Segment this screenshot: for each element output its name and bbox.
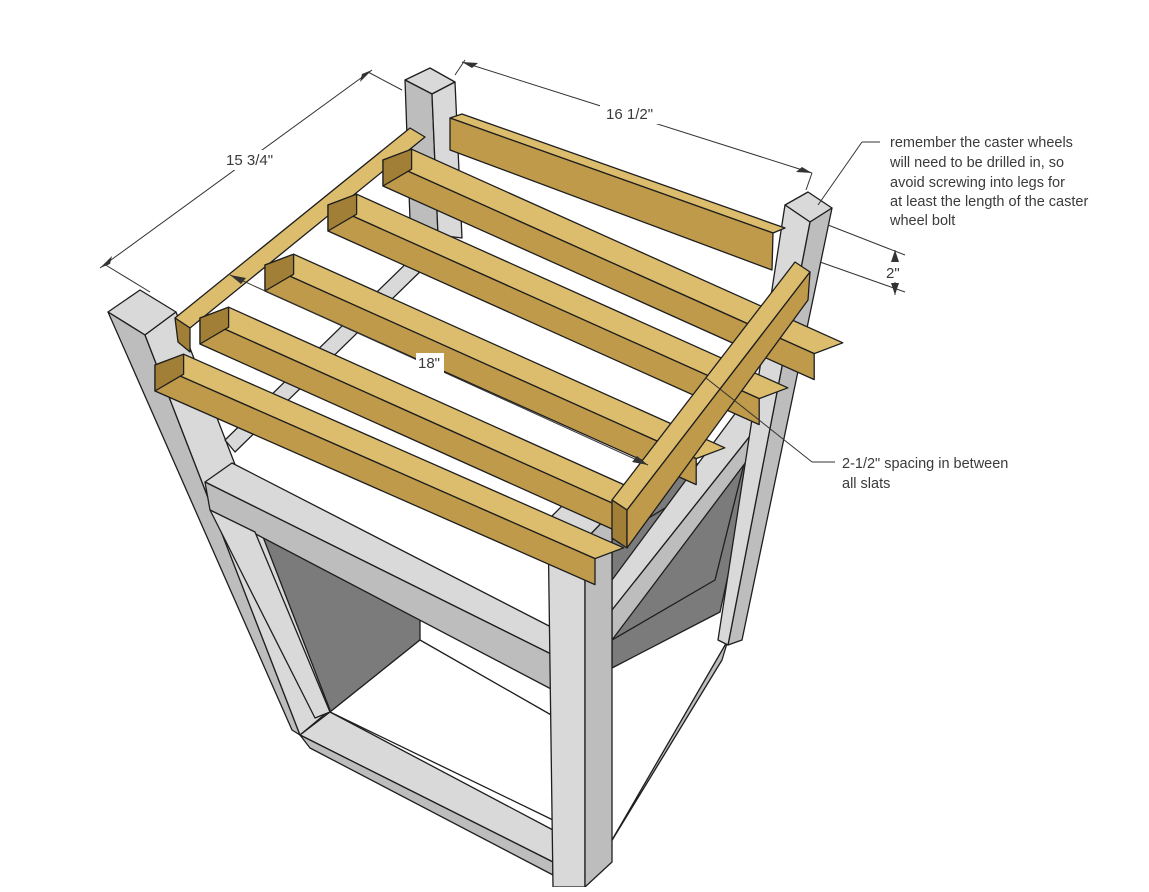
back-rail-face bbox=[449, 117, 774, 271]
dim-leg-label: 2" bbox=[886, 265, 900, 282]
right-bottom-rail bbox=[599, 639, 729, 861]
spacing-note-line-2: all slats bbox=[842, 476, 890, 492]
dim-depth-bg bbox=[225, 150, 277, 170]
caster-note-line-3: avoid screwing into legs for bbox=[890, 175, 1065, 191]
arrow-depth-b bbox=[360, 70, 372, 82]
dim-slat-bg bbox=[416, 353, 444, 373]
dim-depth-ext-b bbox=[367, 71, 403, 91]
dim-slat-label: 18" bbox=[418, 355, 440, 372]
arrow-slat-a bbox=[230, 275, 246, 284]
arrow-depth-a bbox=[100, 256, 112, 268]
caster-note-line-2: will need to be drilled in, so bbox=[889, 155, 1064, 171]
slat-2-end bbox=[199, 306, 230, 345]
spacing-leader-a bbox=[705, 377, 813, 463]
slat-4-end bbox=[327, 193, 358, 232]
arrow-leg-a bbox=[891, 250, 899, 262]
spacing-note: 2-1/2" spacing in between all slats bbox=[842, 456, 1008, 492]
caster-note-line-1: remember the caster wheels bbox=[890, 135, 1073, 151]
dim-leg-bg bbox=[884, 262, 908, 282]
right-side-rail-face bbox=[626, 271, 811, 549]
caster-leader-a bbox=[817, 141, 863, 206]
dim-width-label: 16 1/2" bbox=[606, 106, 653, 123]
caster-note: remember the caster wheels will need to … bbox=[889, 135, 1088, 229]
slat-1-end bbox=[154, 353, 185, 392]
arrow-leg-b bbox=[891, 283, 899, 295]
dim-width-bg bbox=[600, 104, 660, 124]
dim-leg-ext-a bbox=[827, 224, 906, 256]
dimension-arrowheads bbox=[100, 62, 899, 465]
caster-note-line-4: at least the length of the caster bbox=[890, 194, 1088, 210]
dim-depth-label: 15 3/4" bbox=[226, 152, 273, 169]
arrow-slat-b bbox=[632, 456, 648, 465]
dim-depth-ext-a bbox=[103, 263, 151, 293]
spacing-note-line-1: 2-1/2" spacing in between bbox=[842, 456, 1008, 472]
arrow-width-b bbox=[796, 167, 812, 173]
left-stile bbox=[209, 509, 331, 719]
arrow-width-a bbox=[462, 62, 478, 68]
dim-leg-ext-b bbox=[819, 261, 906, 293]
left-side-rail-end bbox=[174, 317, 191, 353]
slat-5-end bbox=[382, 148, 413, 187]
dim-width-ext-b bbox=[805, 172, 813, 191]
slat-top bbox=[154, 113, 844, 586]
caster-note-line-5: wheel bolt bbox=[889, 213, 955, 229]
